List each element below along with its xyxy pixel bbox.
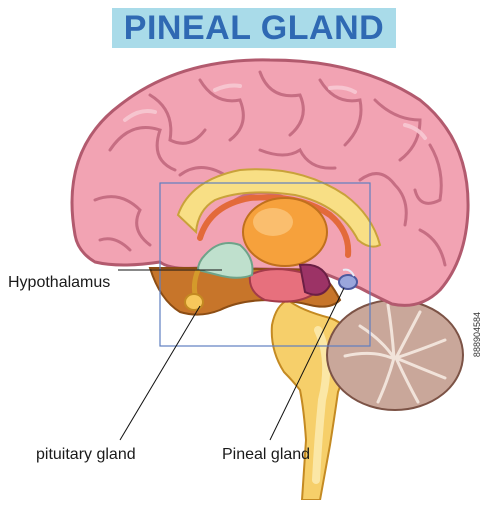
label-pituitary-gland: pituitary gland <box>36 446 136 463</box>
hypothalamus <box>196 242 254 279</box>
pineal-gland <box>338 268 358 290</box>
page-title: PINEAL GLAND <box>123 8 385 47</box>
title-banner: PINEAL GLAND <box>112 8 396 48</box>
focus-box <box>159 182 371 347</box>
pituitary-leader <box>119 305 201 441</box>
image-id: 888904584 <box>472 312 482 358</box>
pineal-leader <box>269 287 345 441</box>
label-hypothalamus: Hypothalamus <box>8 274 111 291</box>
label-pineal-gland: Pineal gland <box>222 446 311 463</box>
cerebellum <box>326 299 464 411</box>
pituitary-gland <box>184 269 204 311</box>
